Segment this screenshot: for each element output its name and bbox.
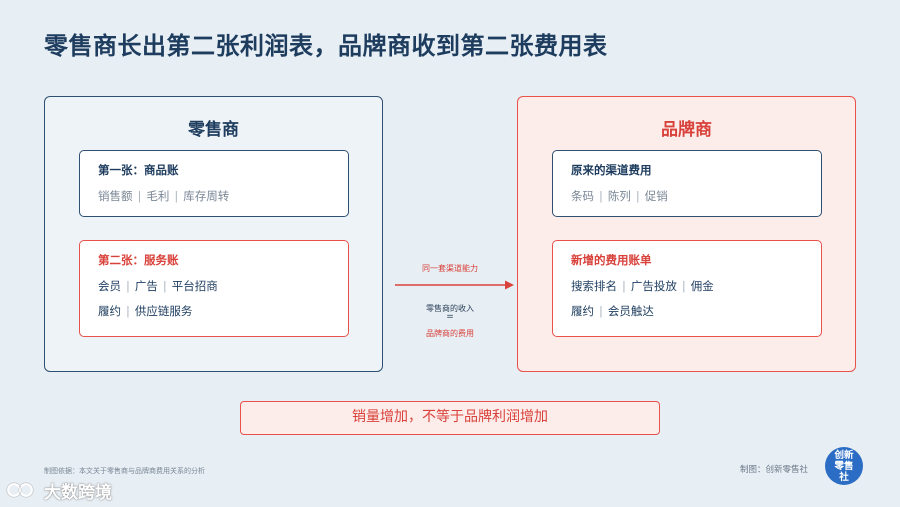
retailer-panel: 零售商 第一张：商品账 销售额 | 毛利 | 库存周转 第二张：服务账 会员 | 广告 | 平台… [44,96,383,372]
list-item: 履约 [571,304,594,318]
brand-card2-line2: 履约 | 会员触达 [571,303,821,319]
channel-capability-label: 同一套渠道能力 [422,264,478,273]
separator: | [162,279,167,293]
list-item: 条码 [571,189,594,203]
brand-logo: 创新零售社 [825,447,863,485]
list-item: 供应链服务 [134,304,193,318]
retailer-card2-title: 第二张：服务账 [98,253,179,267]
list-item: 陈列 [607,189,631,203]
list-item: 会员 [98,279,121,293]
logo-text: 创新零售社 [834,449,854,483]
separator: | [126,279,130,293]
retailer-card2-line1: 会员 | 广告 | 平台招商 [98,278,348,294]
list-item: 搜索排名 [571,279,617,293]
separator: | [681,279,686,293]
retailer-card1-title: 第一张：商品账 [98,163,179,177]
list-item: 销售额 [98,189,133,203]
retailer-income-label: 零售商的收入 [426,304,474,313]
list-item: 佣金 [690,279,714,293]
list-item: 广告投放 [630,279,677,293]
list-item: 库存周转 [183,189,230,203]
brand-cost-label: 品牌商的费用 [426,329,474,338]
separator: | [174,189,179,203]
retailer-heading: 零售商 [188,120,239,140]
retailer-service-ledger-card: 第二张：服务账 会员 | 广告 | 平台招商 履约 | 供应链服务 [79,240,349,337]
separator: | [137,189,142,203]
watermark-text: 大数跨境 [44,482,112,503]
list-item: 平台招商 [171,279,218,293]
list-item: 履约 [98,304,121,318]
retailer-card2-line2: 履约 | 供应链服务 [98,303,348,319]
brand-heading: 品牌商 [661,120,712,140]
brand-channel-cost-card: 原来的渠道费用 条码 | 陈列 | 促销 [552,150,822,217]
source-note: 制图依据：本文关于零售商与品牌商费用关系的分析 [44,467,205,475]
brand-card2-title: 新增的费用账单 [571,253,652,267]
equals-sign: = [446,312,454,322]
list-item: 促销 [644,189,668,203]
list-item: 毛利 [146,189,170,203]
separator: | [635,189,640,203]
watermark: 大数跨境 [6,478,112,503]
list-item: 广告 [134,279,158,293]
brand-card2-line1: 搜索排名 | 广告投放 | 佣金 [571,278,821,294]
separator: | [622,279,626,293]
watermark-logo-icon [6,482,34,498]
separator: | [599,189,603,203]
page-title: 零售商长出第二张利润表，品牌商收到第二张费用表 [44,31,608,60]
conclusion-banner: 销量增加，不等于品牌利润增加 [240,401,660,435]
list-item: 会员触达 [607,304,654,318]
brand-card1-items: 条码 | 陈列 | 促销 [571,188,821,204]
credit-note: 制图：创新零售社 [740,465,809,475]
retailer-card1-items: 销售额 | 毛利 | 库存周转 [98,188,348,204]
flow-arrow-icon [395,280,514,290]
separator: | [126,304,130,318]
brand-new-cost-card: 新增的费用账单 搜索排名 | 广告投放 | 佣金 履约 | 会员触达 [552,240,822,337]
brand-panel: 品牌商 原来的渠道费用 条码 | 陈列 | 促销 新增的费用账单 搜索排名 | 广告投放 | 佣… [517,96,856,372]
separator: | [599,304,603,318]
brand-card1-title: 原来的渠道费用 [571,163,652,177]
retailer-goods-ledger-card: 第一张：商品账 销售额 | 毛利 | 库存周转 [79,150,349,217]
